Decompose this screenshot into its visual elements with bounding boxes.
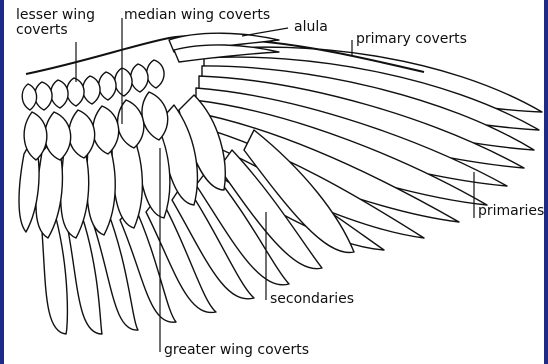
lesser-covert: [99, 72, 116, 100]
label-lesser-line2: coverts: [16, 23, 95, 38]
label-greater-wing-coverts: greater wing coverts: [164, 343, 309, 358]
lesser-covert: [147, 60, 164, 88]
wing-illustration: [4, 0, 548, 364]
lesser-covert: [131, 64, 148, 92]
label-primary-coverts: primary coverts: [356, 32, 467, 47]
label-median-wing-coverts: median wing coverts: [124, 8, 270, 23]
label-primaries: primaries: [478, 204, 544, 219]
leader-alula: [242, 28, 288, 36]
lesser-covert: [67, 78, 84, 106]
label-alula: alula: [294, 20, 328, 35]
label-lesser-line1: lesser wing: [16, 8, 95, 23]
lesser-covert: [35, 82, 52, 110]
lesser-covert: [83, 76, 100, 104]
lesser-covert: [51, 80, 68, 108]
lesser-covert: [115, 68, 132, 96]
label-lesser-wing-coverts: lesser wing coverts: [16, 8, 95, 38]
lesser-covert: [22, 84, 36, 110]
label-secondaries: secondaries: [270, 292, 354, 307]
